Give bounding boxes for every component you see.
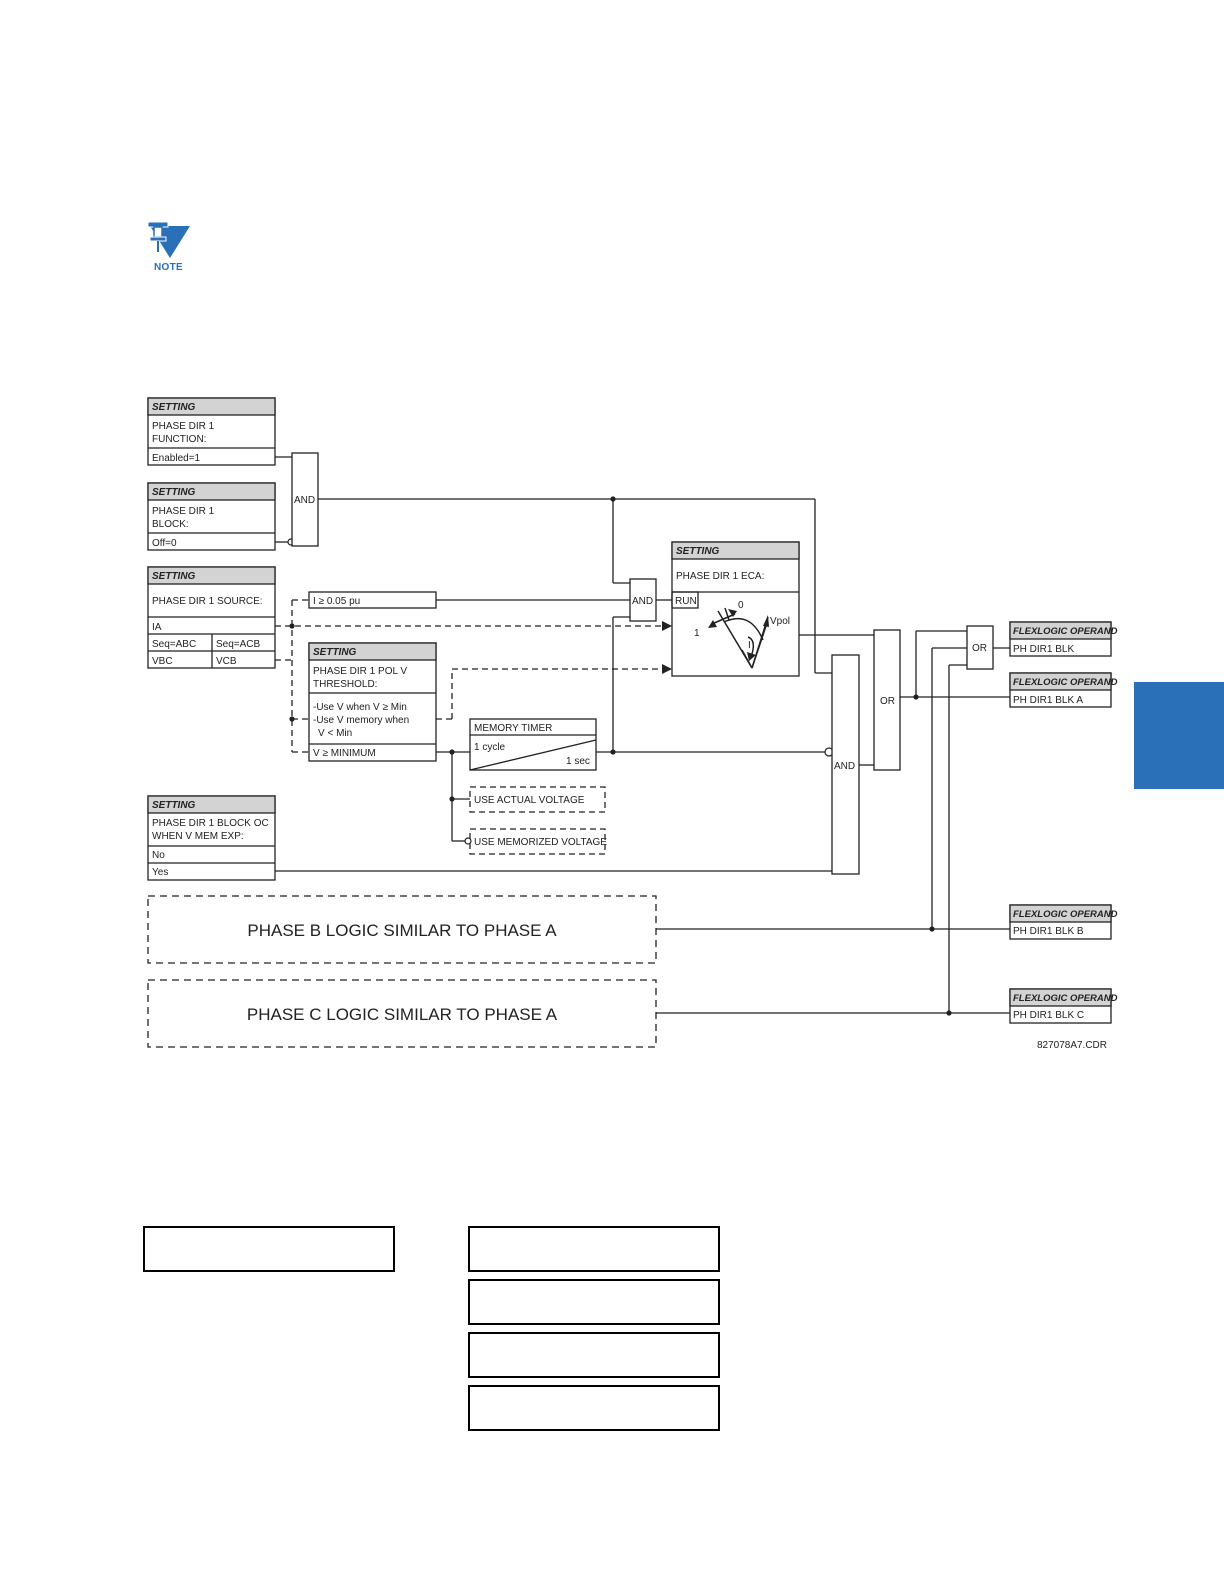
empty-setting-box xyxy=(468,1279,720,1325)
flexlogic-operand-blk: FLEXLOGIC OPERAND PH DIR1 BLK xyxy=(1009,621,1118,657)
current-threshold-label: I ≥ 0.05 pu xyxy=(313,596,360,607)
arrowhead xyxy=(708,620,717,628)
memory-timer-title: MEMORY TIMER xyxy=(474,723,552,734)
phase-b-logic-block: PHASE B LOGIC SIMILAR TO PHASE A xyxy=(147,895,657,964)
eca-title: PHASE DIR 1 ECA: xyxy=(676,571,764,582)
eca-one: 1 xyxy=(694,628,700,639)
block-title-2: BLOCK: xyxy=(152,519,189,530)
source-vcb: VCB xyxy=(216,656,237,667)
junction-dots xyxy=(289,496,952,1016)
source-seq-abc: Seq=ABC xyxy=(152,639,196,650)
empty-setting-box xyxy=(468,1385,720,1431)
eca-zero: 0 xyxy=(738,600,744,611)
drawing-id: 827078A7.CDR xyxy=(1037,1040,1107,1051)
block-title-1: PHASE DIR 1 xyxy=(152,506,215,517)
operand-name: PH DIR1 BLK xyxy=(1013,644,1074,655)
chapter-side-tab xyxy=(1134,682,1224,789)
setting-header: SETTING xyxy=(676,546,720,557)
source-vbc: VBC xyxy=(152,656,173,667)
and-gate-1: AND xyxy=(291,452,319,547)
empty-setting-box xyxy=(143,1226,395,1272)
setting-header: SETTING xyxy=(152,800,196,811)
use-actual-voltage-label: USE ACTUAL VOLTAGE xyxy=(474,795,585,806)
arrowhead xyxy=(763,615,769,627)
empty-setting-box xyxy=(468,1226,720,1272)
source-ia: IA xyxy=(152,622,162,633)
setting-header: SETTING xyxy=(313,647,357,658)
operand-header: FLEXLOGIC OPERAND xyxy=(1013,677,1118,688)
phase-c-logic-block: PHASE C LOGIC SIMILAR TO PHASE A xyxy=(147,979,657,1048)
setting-header: SETTING xyxy=(152,571,196,582)
phasor-diagram-icon xyxy=(711,607,769,669)
function-title-2: FUNCTION: xyxy=(152,434,206,445)
phase-c-label: PHASE C LOGIC SIMILAR TO PHASE A xyxy=(247,1005,558,1024)
setting-pol-v-threshold-block: SETTING PHASE DIR 1 POL V THRESHOLD: -Us… xyxy=(308,642,437,762)
source-title: PHASE DIR 1 SOURCE: xyxy=(152,596,263,607)
operand-header: FLEXLOGIC OPERAND xyxy=(1013,993,1118,1004)
block-oc-title-2: WHEN V MEM EXP: xyxy=(152,831,244,842)
eca-run: RUN xyxy=(675,596,697,607)
operand-name: PH DIR1 BLK C xyxy=(1013,1010,1084,1021)
and-label: AND xyxy=(632,596,653,607)
memory-timer-dropout: 1 sec xyxy=(566,756,590,767)
note-icon xyxy=(147,221,190,258)
pol-v-option-2: -Use V memory when xyxy=(313,715,409,726)
note-label: NOTE xyxy=(154,262,183,273)
block-oc-yes: Yes xyxy=(152,867,168,878)
memory-timer-pickup: 1 cycle xyxy=(474,742,506,753)
phase-b-label: PHASE B LOGIC SIMILAR TO PHASE A xyxy=(247,921,557,940)
or-label: OR xyxy=(972,643,987,654)
arrowhead xyxy=(728,609,737,617)
current-threshold-block: I ≥ 0.05 pu xyxy=(308,591,437,609)
function-title-1: PHASE DIR 1 xyxy=(152,421,215,432)
setting-function-block: SETTING PHASE DIR 1 FUNCTION: Enabled=1 xyxy=(147,397,276,466)
pol-v-title-1: PHASE DIR 1 POL V xyxy=(313,666,407,677)
setting-eca-block: SETTING PHASE DIR 1 ECA: RUN 0 1 Vpol I xyxy=(671,541,800,677)
setting-block-block: SETTING PHASE DIR 1 BLOCK: Off=0 xyxy=(147,482,276,551)
source-seq-acb: Seq=ACB xyxy=(216,639,261,650)
setting-block-oc-block: SETTING PHASE DIR 1 BLOCK OC WHEN V MEM … xyxy=(147,795,276,881)
eca-i: I xyxy=(748,640,751,651)
pol-v-title-2: THRESHOLD: xyxy=(313,679,377,690)
arrowhead xyxy=(747,652,756,661)
empty-setting-box xyxy=(468,1332,720,1378)
block-oc-title-1: PHASE DIR 1 BLOCK OC xyxy=(152,818,269,829)
setting-header: SETTING xyxy=(152,402,196,413)
and-gate-2: AND xyxy=(629,578,657,622)
operand-header: FLEXLOGIC OPERAND xyxy=(1013,909,1118,920)
block-oc-no: No xyxy=(152,850,165,861)
function-value: Enabled=1 xyxy=(152,453,201,464)
arrowhead xyxy=(662,621,672,631)
setting-source-block: SETTING PHASE DIR 1 SOURCE: IA Seq=ABC S… xyxy=(147,566,276,669)
eca-vpol: Vpol xyxy=(770,616,790,627)
flexlogic-operand-blk-c: FLEXLOGIC OPERAND PH DIR1 BLK C xyxy=(1009,988,1118,1024)
use-actual-voltage-block: USE ACTUAL VOLTAGE xyxy=(469,786,606,813)
pol-v-value: V ≥ MINIMUM xyxy=(313,748,376,759)
or-label: OR xyxy=(880,696,895,707)
flexlogic-operand-blk-a: FLEXLOGIC OPERAND PH DIR1 BLK A xyxy=(1009,672,1118,708)
and-gate-3: AND xyxy=(831,654,860,875)
pol-v-option-1: -Use V when V ≥ Min xyxy=(313,702,407,713)
and-label: AND xyxy=(294,495,315,506)
operand-header: FLEXLOGIC OPERAND xyxy=(1013,626,1118,637)
or-gate-main: OR xyxy=(873,629,901,771)
and-label: AND xyxy=(834,761,855,772)
or-gate-phases: OR xyxy=(966,625,994,670)
operand-name: PH DIR1 BLK A xyxy=(1013,695,1083,706)
memory-timer-block: MEMORY TIMER 1 cycle 1 sec xyxy=(469,718,597,771)
pol-v-option-3: V < Min xyxy=(318,728,352,739)
inversion-bubble xyxy=(464,837,472,845)
block-value: Off=0 xyxy=(152,538,177,549)
flexlogic-operand-blk-b: FLEXLOGIC OPERAND PH DIR1 BLK B xyxy=(1009,904,1118,940)
operand-name: PH DIR1 BLK B xyxy=(1013,926,1084,937)
use-memorized-voltage-label: USE MEMORIZED VOLTAGE xyxy=(474,837,607,848)
arrowhead xyxy=(662,664,672,674)
setting-header: SETTING xyxy=(152,487,196,498)
use-memorized-voltage-block: USE MEMORIZED VOLTAGE xyxy=(469,828,607,855)
